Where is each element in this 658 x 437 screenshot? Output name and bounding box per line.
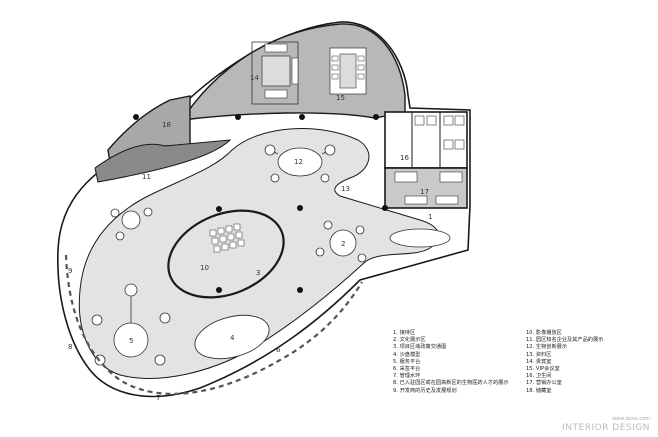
- label-14: 14: [250, 74, 259, 82]
- label-4: 4: [230, 334, 235, 342]
- watermark-brand: INTERIOR DESIGN: [562, 423, 650, 433]
- legend-item: 10. 影像播放区: [526, 330, 562, 336]
- label-10: 10: [200, 264, 209, 272]
- legend-item: 9. 开发商的历史及发展规划: [393, 387, 457, 394]
- label-18: 18: [162, 121, 171, 129]
- label-7: 7: [156, 394, 160, 402]
- legend-left: 1. 接待区 2. 文化展示区 3. 项目区域政策交通图 4. 沙盘模型 5. …: [393, 330, 509, 395]
- label-6: 6: [276, 346, 281, 354]
- label-3: 3: [256, 269, 260, 277]
- legend-item: 1. 接待区: [393, 330, 416, 336]
- label-12: 12: [294, 158, 303, 166]
- legend-item: 5. 服务平台: [393, 358, 421, 365]
- label-11: 11: [142, 173, 151, 181]
- label-2: 2: [341, 240, 345, 248]
- legend-item: 18. 储藏室: [526, 387, 552, 394]
- legend-item: 14. 贵宾室: [526, 358, 552, 365]
- video-seating: [209, 223, 245, 253]
- legend-item: 6. 采签平台: [393, 366, 421, 373]
- label-1: 1: [428, 213, 432, 221]
- area-11-island: [110, 207, 153, 241]
- legend-item: 7. 管理水环: [393, 373, 421, 380]
- label-9: 9: [68, 267, 72, 275]
- west-band: [94, 139, 232, 183]
- area-5-island: [91, 283, 171, 366]
- label-8: 8: [68, 343, 72, 351]
- area-12-island: [264, 144, 336, 183]
- columns: [133, 114, 388, 293]
- legend-item: 3. 项目区域政策交通图: [393, 344, 447, 351]
- label-16: 16: [400, 154, 409, 162]
- label-17: 17: [420, 188, 429, 196]
- legend-item: 15. VIP会议室: [526, 366, 560, 373]
- area-1-reception: [389, 228, 451, 248]
- label-13: 13: [341, 185, 350, 193]
- legend-item: 12. 生物创新展示: [526, 344, 568, 351]
- watermark-url: www.dooo.com: [612, 416, 650, 422]
- legend-item: 4. 沙盘模型: [393, 351, 421, 358]
- curtain-wall: [64, 254, 363, 395]
- legend-item: 17. 营销办公室: [526, 380, 562, 387]
- legend-right: 10. 影像播放区 11. 园区知名企业及其产品的展示 12. 生物创新展示 1…: [526, 330, 603, 395]
- legend-item: 8. 已入驻园区或在园高新区的生物医药人才的展示: [393, 380, 509, 387]
- label-5: 5: [129, 337, 133, 345]
- legend-item: 11. 园区知名企业及其产品的展示: [526, 337, 604, 344]
- label-15: 15: [336, 94, 345, 102]
- area-4-display: [194, 314, 270, 360]
- area-2-island: [315, 220, 367, 263]
- room-10-video: [167, 209, 285, 299]
- legend-item: 16. 卫生间: [526, 373, 552, 380]
- legend-item: 2. 文化展示区: [393, 337, 426, 344]
- legend-item: 13. 资料区: [526, 351, 552, 358]
